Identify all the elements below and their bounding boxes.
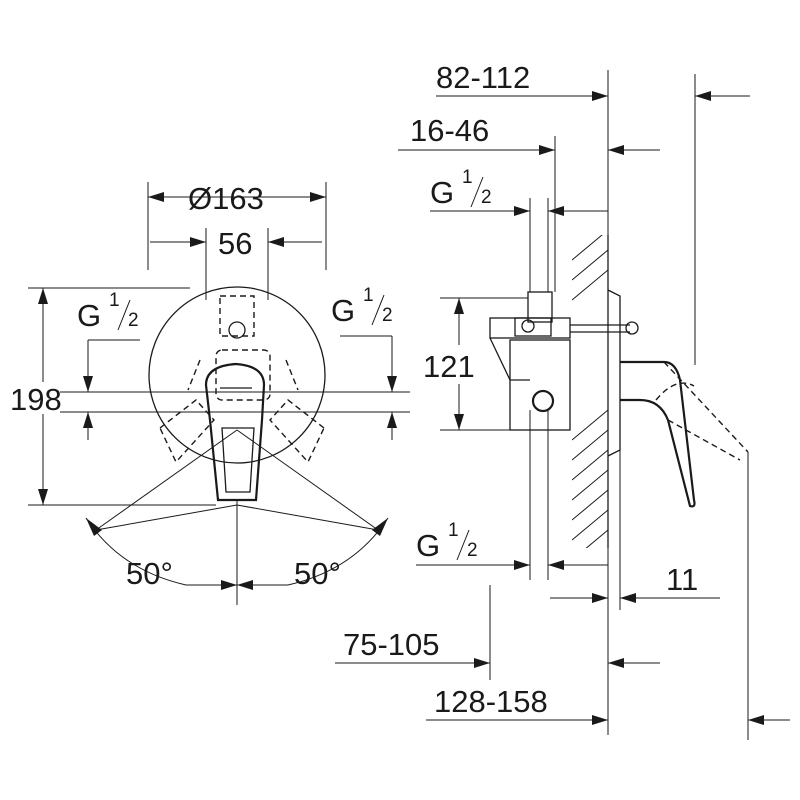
lever-handle <box>204 362 266 502</box>
angle-left-label: 50° <box>126 556 173 591</box>
plate-thickness-label: 11 <box>666 562 698 597</box>
handle-profile <box>620 360 749 508</box>
diameter-label: Ø163 <box>188 181 264 216</box>
depth-body-label: 16-46 <box>410 113 489 148</box>
cartridge-screw <box>228 321 246 339</box>
thread-top-dimension: G 1 2 <box>430 167 608 292</box>
thread-left-den: 2 <box>128 310 139 331</box>
escutcheon-plate <box>148 286 326 464</box>
thread-left-num: 1 <box>109 290 120 311</box>
angle-dimensions: 50° 50° <box>85 429 389 591</box>
depth-body-dimension: 16-46 <box>398 113 660 292</box>
thread-bottom-dimension: G 1 2 <box>416 410 608 580</box>
body-height-dimension: 121 <box>423 297 528 431</box>
front-view: Ø163 56 198 G 1 2 <box>10 181 410 605</box>
height-dimension: 198 <box>10 287 216 506</box>
thread-top-den: 2 <box>481 187 492 208</box>
thread-right-base: G <box>331 293 355 328</box>
side-plate <box>607 289 621 457</box>
height-label: 198 <box>10 382 62 417</box>
wall-range-1-label: 75-105 <box>343 627 440 662</box>
dashed-valve-body <box>159 295 325 464</box>
thread-bottom-den: 2 <box>467 540 478 561</box>
depth-total-label: 82-112 <box>436 60 530 95</box>
wall-range-2-dimension: 128-158 <box>426 452 790 740</box>
angle-right-label: 50° <box>294 556 341 591</box>
depth-total-dimension: 82-112 <box>436 60 750 365</box>
spacing-label: 56 <box>218 226 252 261</box>
thread-right-dimension: G 1 2 <box>331 285 397 440</box>
thread-right-num: 1 <box>363 285 374 306</box>
body-height-label: 121 <box>423 349 475 384</box>
thread-top-base: G <box>430 175 454 210</box>
thread-right-den: 2 <box>382 305 393 326</box>
thread-left-base: G <box>77 298 101 333</box>
thread-bottom-num: 1 <box>448 520 459 541</box>
wall-range-2-label: 128-158 <box>434 684 548 719</box>
thread-top-num: 1 <box>462 167 473 188</box>
diameter-dimension: Ø163 <box>147 181 327 270</box>
spacing-dimension: 56 <box>150 226 322 300</box>
valve-body <box>489 291 639 431</box>
plate-thickness-dimension: 11 <box>550 450 720 610</box>
thread-left-dimension: G 1 2 <box>77 290 140 440</box>
thread-bottom-base: G <box>416 528 440 563</box>
wall-section <box>572 235 609 548</box>
wall-range-1-dimension: 75-105 <box>335 585 660 680</box>
side-view: 82-112 16-46 G 1 2 <box>335 60 790 740</box>
